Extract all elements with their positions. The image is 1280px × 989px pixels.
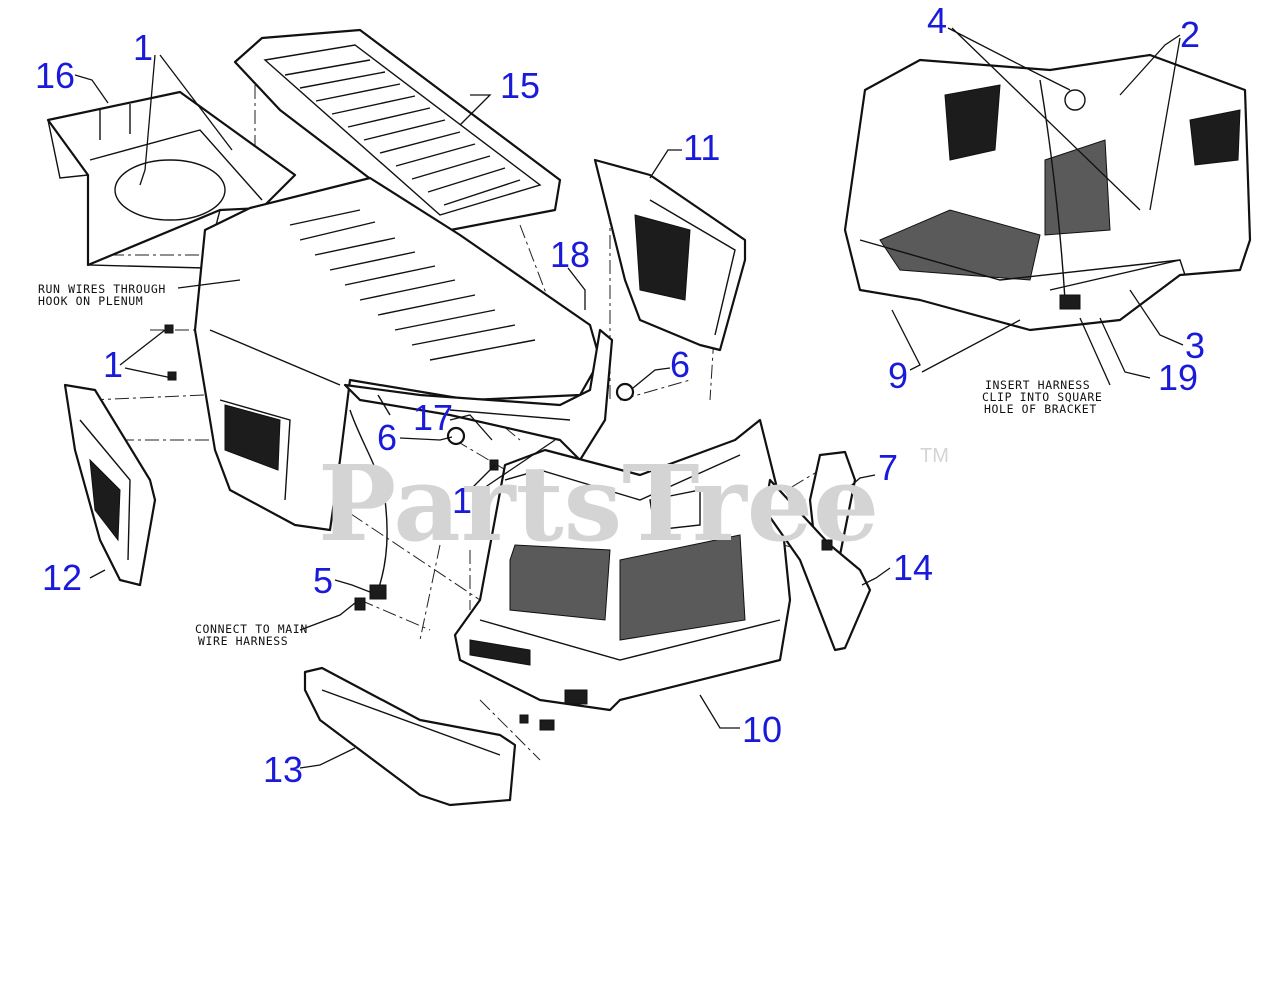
callout-16: 16: [35, 55, 75, 96]
callout-11: 11: [683, 127, 720, 168]
part-corner-14: [763, 478, 872, 652]
callout-12: 12: [42, 557, 82, 598]
part-top-grille: [233, 28, 562, 234]
part-wire-harness: [349, 394, 391, 611]
note-line: HOOK ON PLENUM: [38, 294, 143, 308]
note-insert: INSERT HARNESS CLIP INTO SQUARE HOLE OF …: [982, 378, 1102, 416]
part-hood-bracket: [343, 328, 614, 462]
part-hood: [193, 176, 602, 532]
watermark-tm: TM: [920, 445, 949, 467]
watermark: PartsTree: [318, 442, 879, 565]
callout-7: 7: [878, 447, 898, 488]
callout-17: 17: [413, 397, 453, 438]
callout-1: 1: [133, 27, 153, 68]
note-connect: CONNECT TO MAIN WIRE HARNESS: [195, 622, 308, 648]
note-line: HOLE OF BRACKET: [984, 402, 1097, 416]
callout-5: 5: [313, 560, 333, 601]
grille-slats: [284, 59, 521, 206]
note-line: INSERT HARNESS: [985, 378, 1090, 392]
callout-18: 18: [550, 234, 590, 275]
part-side-panel-right: [593, 158, 747, 352]
leader-lines: [74, 27, 1184, 769]
callout-14: 14: [893, 547, 933, 588]
callout-6: 6: [377, 417, 397, 458]
part-front-bumper: [453, 418, 792, 712]
callout-4: 4: [927, 0, 947, 41]
note-run-wires: RUN WIRES THROUGH HOOK ON PLENUM: [38, 282, 166, 308]
callout-19: 19: [1158, 357, 1198, 398]
callout-3: 3: [1185, 325, 1205, 366]
note-line: WIRE HARNESS: [198, 634, 288, 648]
note-line: CLIP INTO SQUARE: [982, 390, 1102, 404]
callout-6: 6: [670, 344, 690, 385]
fasteners: [164, 324, 635, 731]
callout-10: 10: [742, 709, 782, 750]
callout-1: 1: [452, 480, 472, 521]
part-bumper-trim: [303, 666, 517, 807]
note-line: CONNECT TO MAIN: [195, 622, 308, 636]
callout-2: 2: [1180, 14, 1200, 55]
part-side-panel-left: [63, 383, 157, 587]
callout-1: 1: [103, 344, 123, 385]
callout-9: 9: [888, 355, 908, 396]
callout-15: 15: [500, 65, 540, 106]
detail-inset: [843, 53, 1252, 332]
note-line: RUN WIRES THROUGH: [38, 282, 166, 296]
callouts: 1 16 15 11 18 1 6 17 6 1 7 12 5 14 10 13…: [35, 0, 1205, 790]
hood-vents: [289, 209, 536, 361]
callout-13: 13: [263, 749, 303, 790]
